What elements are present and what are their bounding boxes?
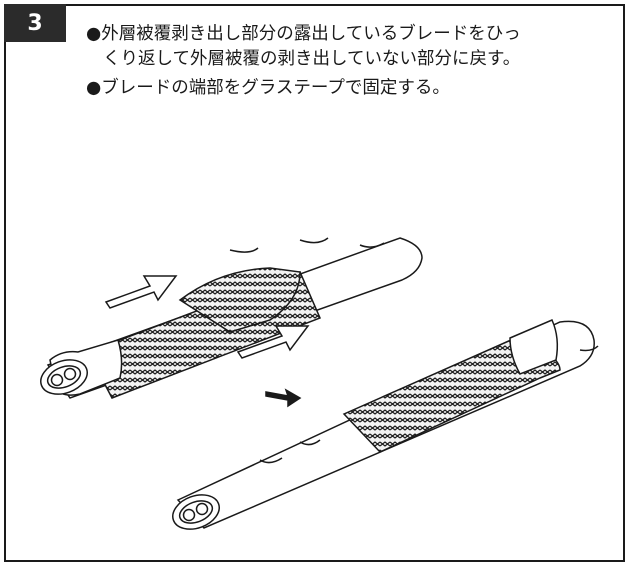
instruction-list: ●外層被覆剥き出し部分の露出しているブレードをひっくり返して外層被覆の剥き出して… [86,22,616,105]
slide-direction-arrow-icon [236,325,310,359]
cable-after-illustration [172,319,599,530]
instruction-text: 外層被覆剥き出し部分の露出しているブレードをひっ [101,24,521,44]
cable-end-conductors-icon [172,494,220,530]
slide-direction-arrow-icon [104,275,178,309]
step-frame [4,4,625,562]
cable-end-conductors-icon [40,359,88,395]
cable-before-illustration [40,237,423,399]
instruction-text: くり返して外層被覆の剥き出していない部分に戻す。 [103,49,521,69]
bullet-icon: ● [86,78,102,98]
glass-tape [509,319,559,375]
instruction-item: ●ブレードの端部をグラステープで固定する。 [86,76,616,101]
braid-folded [178,267,301,333]
result-arrow-icon [265,388,302,408]
instruction-item: ●外層被覆剥き出し部分の露出しているブレードをひっくり返して外層被覆の剥き出して… [86,22,616,72]
instruction-text: ブレードの端部をグラステープで固定する。 [101,78,450,98]
bullet-icon: ● [86,24,102,44]
step-number-badge: 3 [4,4,66,42]
